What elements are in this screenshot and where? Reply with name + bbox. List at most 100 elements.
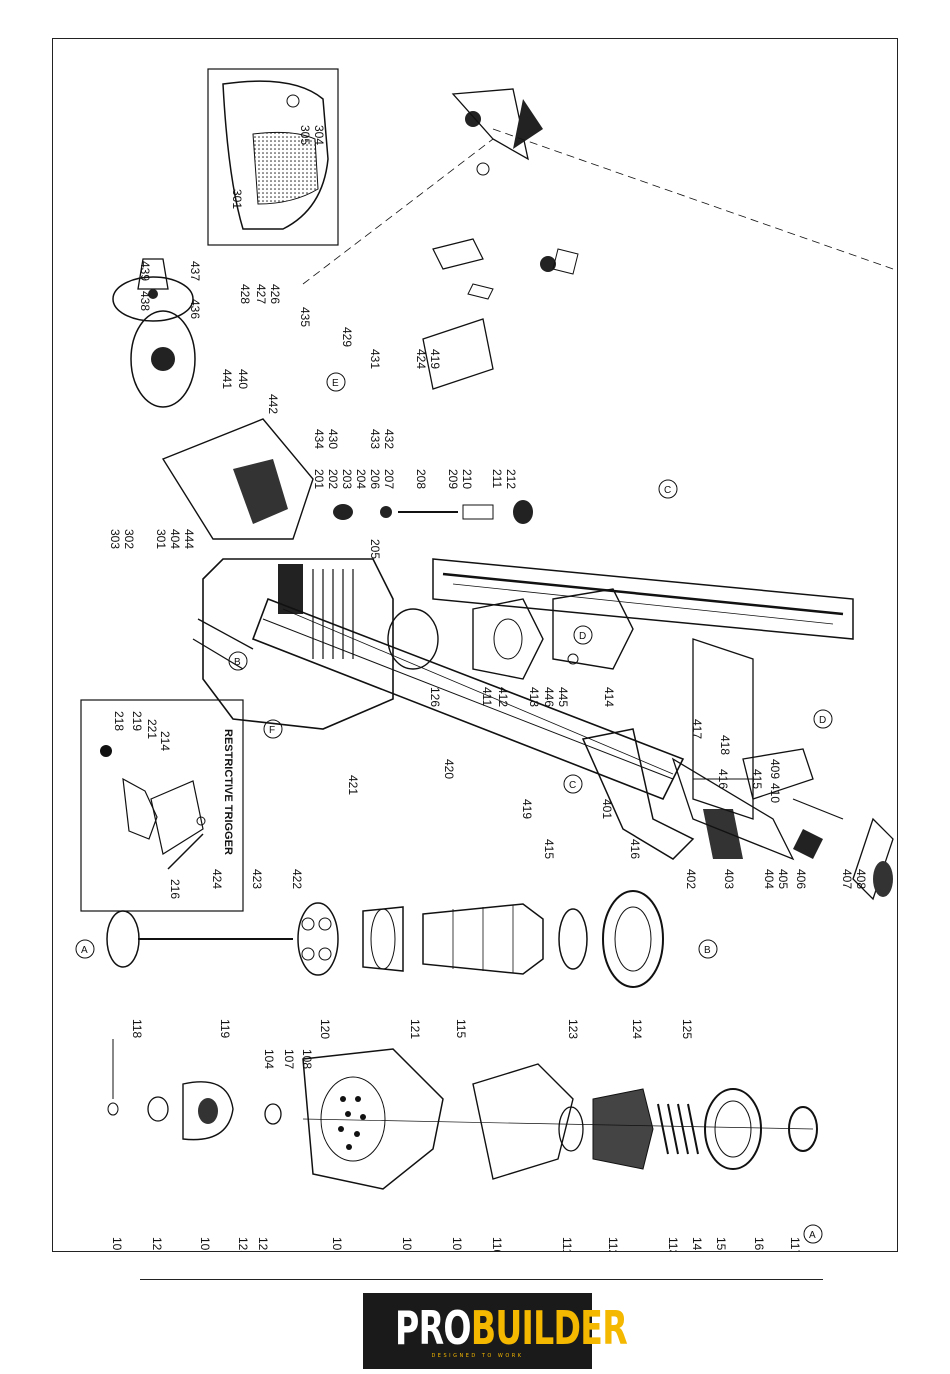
- cap-and-fittings: [112, 258, 196, 408]
- label-432: 432: [382, 429, 396, 449]
- label-305: 305: [298, 125, 312, 145]
- label-107: 107: [282, 1049, 296, 1069]
- label-437: 437: [188, 261, 202, 281]
- label-208: 208: [414, 469, 428, 489]
- callout-d-right: D: [813, 709, 833, 729]
- label-106: 106: [400, 1237, 414, 1252]
- label-411: 411: [480, 687, 494, 706]
- svg-text:C: C: [569, 780, 576, 791]
- inset-label-221: 221: [145, 719, 159, 739]
- svg-text:E: E: [332, 378, 339, 389]
- part-labels: 101 127 102 128 129 105 106 109 110 111 …: [108, 125, 868, 1252]
- label-412: 412: [496, 687, 510, 707]
- label-433: 433: [368, 429, 382, 449]
- label-16: 16: [752, 1237, 766, 1251]
- label-423: 423: [250, 869, 264, 889]
- label-205: 205: [368, 539, 382, 559]
- label-441: 441: [220, 369, 234, 389]
- magazine: [251, 597, 795, 861]
- logo-tagline: DESIGNED TO WORK: [431, 1353, 524, 1359]
- label-405: 405: [776, 869, 790, 889]
- label-117: 117: [788, 1237, 802, 1252]
- label-104a: 104: [262, 1049, 276, 1069]
- label-431: 431: [368, 349, 382, 369]
- inset-label-214: 214: [158, 731, 172, 751]
- exploded-parts-diagram: RESTRICTIVE TRIGGER 216 218 219 221 214 …: [75, 68, 894, 1252]
- label-113: 113: [666, 1237, 680, 1252]
- label-105: 105: [330, 1237, 344, 1252]
- probuilder-logo: PROBUILDER DESIGNED TO WORK: [363, 1293, 628, 1369]
- label-127: 127: [150, 1237, 164, 1252]
- logo-builder: BUILDER: [470, 1301, 628, 1355]
- callout-f: F: [263, 719, 283, 739]
- label-119: 119: [218, 1019, 232, 1038]
- cap-assembly: [107, 1039, 818, 1190]
- inset-label-218: 218: [112, 711, 126, 731]
- label-440: 440: [236, 369, 250, 389]
- label-435: 435: [298, 307, 312, 327]
- label-212: 212: [504, 469, 518, 489]
- label-207: 207: [382, 469, 396, 489]
- label-110: 110: [490, 1237, 504, 1252]
- label-102: 102: [198, 1237, 212, 1252]
- label-125: 125: [680, 1019, 694, 1039]
- label-419a: 419: [428, 349, 442, 369]
- label-123: 123: [566, 1019, 580, 1039]
- label-206: 206: [368, 469, 382, 489]
- label-15: 15: [714, 1237, 728, 1251]
- label-118: 118: [130, 1019, 144, 1038]
- label-419b: 419: [520, 799, 534, 819]
- label-413: 413: [527, 687, 541, 707]
- handle-inset: 301: [207, 68, 339, 246]
- label-101: 101: [110, 1237, 124, 1252]
- callout-b-top: B: [228, 651, 248, 671]
- callout-e: E: [326, 372, 346, 392]
- callouts: A A B B C C D D E F: [75, 372, 833, 1244]
- label-406: 406: [794, 869, 808, 889]
- label-403: 403: [722, 869, 736, 889]
- label-129: 129: [256, 1237, 270, 1252]
- label-409: 409: [768, 759, 782, 779]
- logo-pro: PRO: [395, 1301, 472, 1355]
- label-421: 421: [346, 775, 360, 795]
- label-415a: 415: [750, 769, 764, 789]
- label-121: 121: [408, 1019, 422, 1039]
- label-426: 426: [268, 284, 282, 304]
- callout-a-bottom: A: [803, 1224, 823, 1244]
- callout-b-bottom: B: [698, 939, 718, 959]
- label-303: 303: [108, 529, 122, 549]
- part-218-ball: [100, 745, 112, 757]
- label-407: 407: [840, 869, 854, 889]
- callout-d-left: D: [573, 625, 593, 645]
- label-124: 124: [630, 1019, 644, 1039]
- svg-text:D: D: [819, 715, 826, 726]
- callout-c-right: C: [658, 479, 678, 499]
- label-14: 14: [690, 1237, 704, 1251]
- trigger-assembly: [581, 728, 894, 901]
- label-445: 445: [556, 687, 570, 707]
- upper-linkage: [302, 88, 894, 390]
- label-428: 428: [238, 284, 252, 304]
- label-404b: 404: [168, 529, 182, 549]
- label-203: 203: [340, 469, 354, 489]
- label-424a: 424: [414, 349, 428, 369]
- label-438: 438: [138, 291, 152, 311]
- main-housing: [161, 418, 634, 730]
- label-424b: 424: [210, 869, 224, 889]
- label-404a: 404: [762, 869, 776, 889]
- label-301: 301: [154, 529, 168, 549]
- svg-text:D: D: [579, 631, 586, 642]
- logo-wordmark: PROBUILDER: [395, 1301, 628, 1355]
- restrictive-trigger-title: RESTRICTIVE TRIGGER: [222, 729, 234, 855]
- label-304: 304: [312, 125, 326, 145]
- label-416b: 416: [628, 839, 642, 859]
- diagram-frame: RESTRICTIVE TRIGGER 216 218 219 221 214 …: [52, 38, 898, 1252]
- callout-a-top: A: [75, 939, 95, 959]
- label-430a: 430: [326, 429, 340, 449]
- svg-text:C: C: [664, 485, 671, 496]
- label-429: 429: [340, 327, 354, 347]
- label-422: 422: [290, 869, 304, 889]
- label-415b: 415: [542, 839, 556, 859]
- label-109: 109: [450, 1237, 464, 1252]
- inset-label-216: 216: [168, 879, 182, 899]
